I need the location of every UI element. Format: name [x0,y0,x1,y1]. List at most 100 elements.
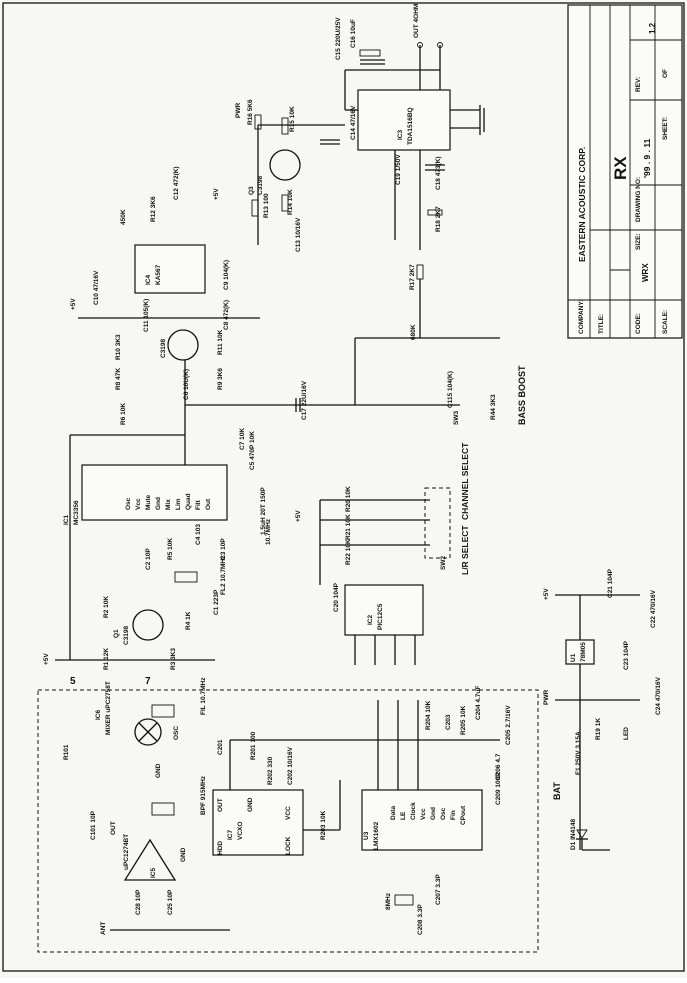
r10-label: R10 3K3 [115,334,122,360]
c2-label: C2 10P [145,548,152,570]
ic1-pin-filt: Filt [195,499,202,510]
drawing-no-value: '99 . 9 . 11 [642,138,652,178]
c205-label: C205 2.7/16V [505,705,512,745]
u3-pin-le: LE [400,811,407,820]
c9-label: C9 104(K) [223,260,230,290]
r101-label: R101 [63,744,70,760]
ic6-part: MIXER uPC2758T [105,681,112,735]
u3-pin-fin: Fin [450,810,457,820]
r1-label: R1 12K [103,648,110,670]
ic2-ref: IC2 [367,615,374,626]
c24-label: C24 470/16V [655,676,662,715]
r205-label: R205 10K [460,705,467,735]
drawing-title: RX [611,156,630,180]
c206-label: C206 4.7 [495,753,502,780]
r3-label: R3 3K3 [170,648,177,670]
osc-label: OSC [173,726,180,740]
u1-part: 78M05 [580,642,587,662]
ic7-out-pin: OUT [217,798,224,812]
rf-frontend-box [37,689,539,953]
ic2-part: PIC12C5 [377,603,384,630]
bpf-label: BPF 915MHz [200,775,207,815]
r202-label: R202 330 [267,756,274,785]
ic2-selector: IC2 PIC12C5 R20 10K R21 10K R22 10K C20 … [295,442,470,665]
channel-select-label: CHANNEL SELECT [460,442,470,520]
plus5v-label-ic2: +5V [295,510,302,522]
ic5-part: uPC1274BT [123,834,130,870]
c203-label: C203 [445,714,452,730]
ic1-ref: IC1 [63,515,70,526]
ic1-pin-mute: Mute [145,494,152,510]
connector-7: 7 [145,676,151,687]
ic4-part: KA567 [155,264,162,285]
ic7-ref: IC7 [227,830,234,841]
led-label: LED [623,727,630,740]
u3-part: LMX1602 [373,821,380,850]
u3-pin-cpout: CPout [460,805,467,825]
r6-label: R6 10K [120,403,127,425]
ic4-ref: IC4 [145,275,152,286]
q1-ref: Q1 [113,629,120,638]
gnd-label-mixer: GND [155,763,162,778]
bass-boost-label: BASS BOOST [517,365,527,425]
r44-label: R44 3K3 [490,394,497,420]
r5-label: R5 10K [167,538,174,560]
c204-label: C204 4.7uF [475,686,482,720]
dip-switch-sw1[interactable] [424,487,451,559]
q2-stage: C3198 +5V R10 3K3 R8 47K R11 10K R9 3K6 … [70,298,260,470]
c16-label: C16 10uF [350,19,357,48]
c202-label: C202 10/16V [287,746,294,785]
plus5v-label-psu: +5V [543,588,550,600]
bat-label: BAT [552,782,562,800]
c115-label: C115 104(K) [447,371,454,408]
c17-label: C17 22U/16V [301,380,308,420]
u3-ref: U3 [363,831,370,840]
q3-part: C3198 [257,175,264,195]
r20-label: R20 10K [345,486,352,512]
ic1-pin-vcc: Vcc [135,498,142,510]
c208-label: C208 3.3P [417,904,424,935]
lr-select-label: L/R SELECT [460,525,470,575]
q1-stage: Q1 C3198 R2 10K R4 1K R1 12K R3 3K3 +5V [43,596,215,670]
ic3-part: TDA1516BQ [407,107,414,145]
c12-label: C12 472(K) [173,166,180,200]
r17-label: R17 2K7 [409,264,416,290]
ic5-amplifier-symbol [123,838,177,881]
ic1-pin-mix: Mix [165,499,172,510]
c207-label: C207 3.3P [435,874,442,905]
sheet-label: SHEET: [662,117,669,140]
r201-label: R201 100 [250,731,257,760]
q2-part: C3198 [160,338,167,358]
fl2-label: FL2 10.7MHz [220,555,227,595]
c5-label: C5 470P 10K [249,431,256,470]
r13-label: R13 100 [263,193,270,218]
c18-label: C18 473(K) [435,156,442,190]
ic1-pin-gnd: Gnd [155,497,162,510]
c101-label: C101 10P [90,810,97,840]
out-label-ic5: OUT [110,821,117,835]
cr-label: 10.7MHz [265,518,272,545]
connector-5: 5 [70,676,76,687]
ic1-pin-quad: Quad [185,493,192,510]
title-label: TITLE: [598,314,605,334]
r16-label: R16 5K6 [247,99,254,125]
c11-label: C11 105(K) [143,299,150,332]
rev-value: 1.2 [648,22,657,34]
u3-pin-data: Data [390,806,397,820]
code-value: WRX [641,263,650,282]
size-label: SIZE: [635,233,642,250]
c4-label: C4 103 [195,524,202,545]
r204-label: R204 10K [425,700,432,730]
u1-ref: U1 [570,653,577,662]
of-label: OF [662,69,669,78]
code-label: CODE: [635,313,642,334]
ic7-lock-pin: LOCK [285,836,292,855]
u3-pin-gnd: Gnd [430,807,437,820]
ic1-pin-osc: Osc [125,497,132,510]
plus5v-label-q2: +5V [70,298,77,310]
ic3-ref: IC3 [397,130,404,141]
plus5v-label-q1: +5V [43,653,50,665]
q3-stage: Q3 C3198 R16 5K6 PWR R15 10K R14 10K R13… [213,99,345,252]
c13-label: C13 10/16V [295,217,302,252]
